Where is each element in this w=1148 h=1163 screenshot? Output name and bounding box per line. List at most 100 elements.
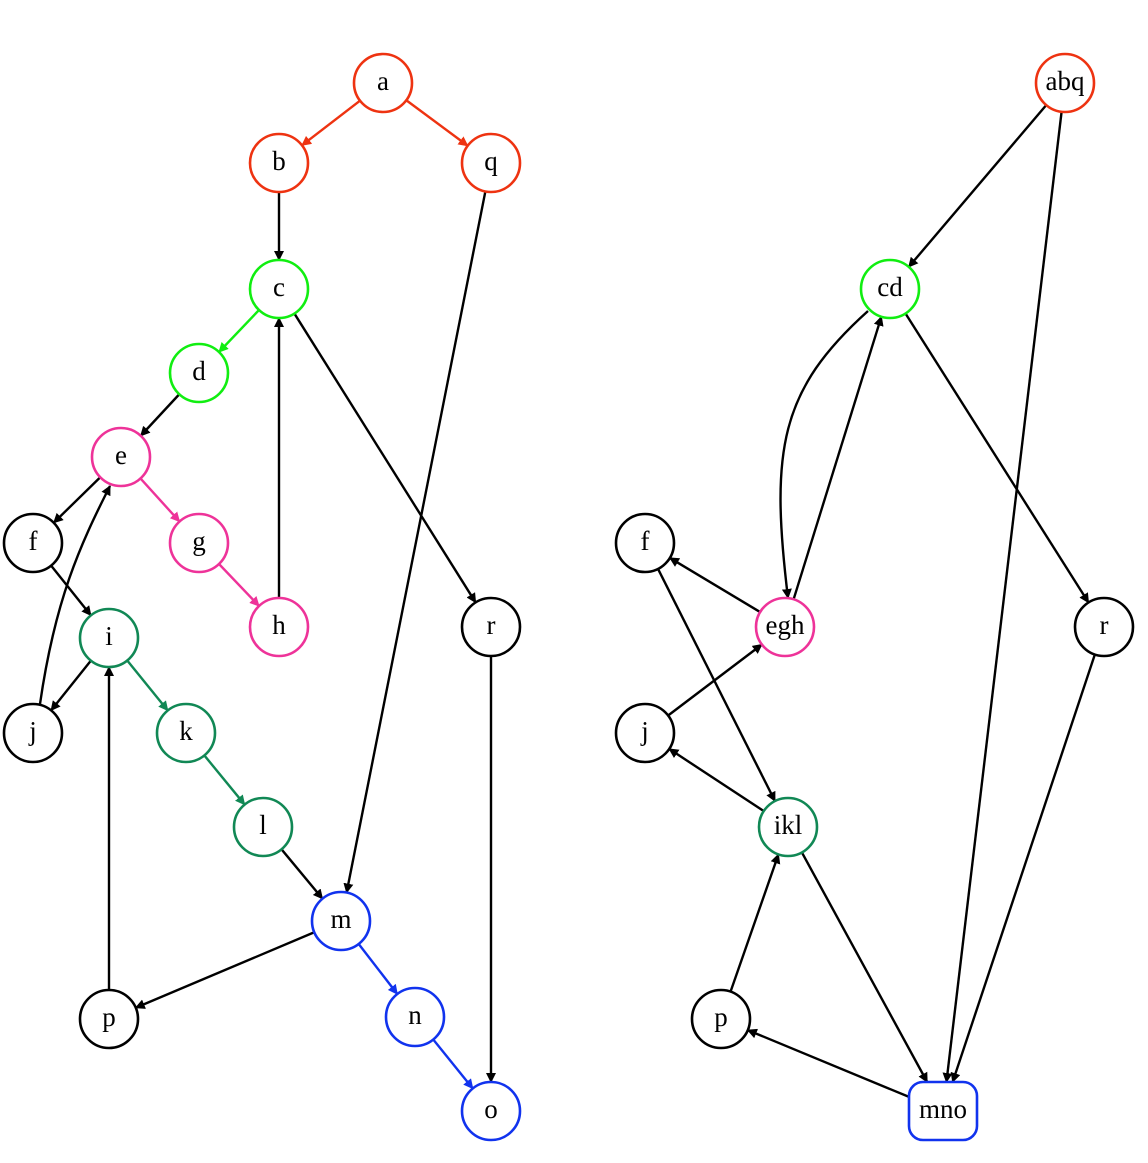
node-k-label: k <box>179 716 193 746</box>
edge-p-to-ikl <box>729 853 781 993</box>
node-o-shape <box>460 1080 522 1142</box>
node-cd: cd <box>859 258 921 320</box>
node-mno: mno <box>907 1080 979 1142</box>
node-c-label: c <box>273 272 285 302</box>
edge-n-to-o <box>432 1038 474 1090</box>
edge-r-to-mno <box>950 654 1096 1083</box>
node-i-shape <box>78 607 140 669</box>
node-e-shape <box>90 426 152 488</box>
node-q: q <box>460 132 522 194</box>
node-p-shape <box>690 988 752 1050</box>
node-j-shape <box>2 702 64 764</box>
node-b-label: b <box>272 146 286 176</box>
edge-i-to-j <box>50 659 92 712</box>
edge-e-to-f <box>52 476 102 524</box>
node-o-label: o <box>484 1094 498 1124</box>
node-e: e <box>90 426 152 488</box>
node-f-label: f <box>29 526 38 556</box>
node-d-label: d <box>192 356 206 386</box>
node-r-label: r <box>1100 610 1109 640</box>
node-mno-shape <box>907 1080 979 1142</box>
edge-cd-to-egh <box>779 310 869 599</box>
edge-k-to-l <box>203 754 246 806</box>
edge-ikl-to-j <box>668 747 765 813</box>
node-a: a <box>352 52 414 114</box>
edge-l-to-m <box>280 848 324 900</box>
node-b-shape <box>248 132 310 194</box>
edge-abq-to-cd <box>907 104 1048 268</box>
node-j: j <box>2 702 64 764</box>
node-abq-shape <box>1034 52 1096 114</box>
node-l-shape <box>232 796 294 858</box>
node-d: d <box>168 342 230 404</box>
node-r-shape <box>1073 596 1135 658</box>
edge-g-to-h <box>218 563 260 607</box>
edge-abq-to-mno <box>942 111 1063 1083</box>
node-j-label: j <box>640 716 649 746</box>
node-j-shape <box>614 702 676 764</box>
left-graph: a b q c d e f g h i j k l m n o p r <box>2 52 522 1142</box>
edge-ikl-to-mno <box>800 851 929 1083</box>
node-ikl: ikl <box>757 796 819 858</box>
edge-f-to-ikl <box>656 568 777 802</box>
node-cd-label: cd <box>877 272 903 302</box>
right-graph: abq cd egh f j ikl p r mno <box>614 52 1135 1142</box>
edge-d-to-e <box>139 393 181 437</box>
graph-left-edges <box>38 99 496 1090</box>
node-a-shape <box>352 52 414 114</box>
node-f-shape <box>614 512 676 574</box>
node-p-label: p <box>714 1002 728 1032</box>
node-r-label: r <box>487 610 496 640</box>
node-g: g <box>168 512 230 574</box>
node-m-label: m <box>330 904 351 934</box>
edge-m-to-n <box>357 943 399 995</box>
edge-egh-to-f <box>669 556 761 614</box>
edge-e-to-g <box>139 477 181 523</box>
node-k-shape <box>155 702 217 764</box>
graph-left-nodes: a b q c d e f g h i j k l m n o p r <box>2 52 522 1142</box>
edge-i-to-k <box>126 659 169 712</box>
node-h: h <box>248 596 310 658</box>
node-i: i <box>78 607 140 669</box>
node-egh-shape <box>754 596 816 658</box>
node-n: n <box>384 986 446 1048</box>
node-k: k <box>155 702 217 764</box>
edge-f-to-i <box>50 564 92 617</box>
edge-a-to-b <box>301 99 361 147</box>
node-b: b <box>248 132 310 194</box>
node-n-label: n <box>408 1000 422 1030</box>
node-j-label: j <box>28 716 37 746</box>
node-p: p <box>78 988 140 1050</box>
node-m: m <box>310 890 372 952</box>
node-n-shape <box>384 986 446 1048</box>
node-o: o <box>460 1080 522 1142</box>
edge-mno-to-p <box>746 1028 910 1099</box>
node-mno-label: mno <box>919 1094 967 1124</box>
edge-j-to-e <box>38 485 112 705</box>
edge-egh-to-cd <box>792 315 884 600</box>
node-h-label: h <box>272 610 286 640</box>
node-e-label: e <box>115 440 127 470</box>
node-g-label: g <box>192 526 206 556</box>
node-c: c <box>248 258 310 320</box>
edge-cd-to-r <box>904 312 1090 604</box>
node-egh: egh <box>754 596 816 658</box>
node-ikl-shape <box>757 796 819 858</box>
node-i-label: i <box>105 621 113 651</box>
edge-c-to-r <box>293 312 477 604</box>
node-p-shape <box>78 988 140 1050</box>
node-egh-label: egh <box>766 610 805 640</box>
node-g-shape <box>168 512 230 574</box>
node-cd-shape <box>859 258 921 320</box>
node-c-shape <box>248 258 310 320</box>
node-q-label: q <box>484 146 498 176</box>
node-f: f <box>614 512 676 574</box>
node-j: j <box>614 702 676 764</box>
edge-a-to-q <box>405 99 469 147</box>
node-l: l <box>232 796 294 858</box>
edge-q-to-m <box>343 191 487 894</box>
node-abq-label: abq <box>1046 66 1085 96</box>
node-abq: abq <box>1034 52 1096 114</box>
graph-right-edges <box>656 104 1096 1099</box>
